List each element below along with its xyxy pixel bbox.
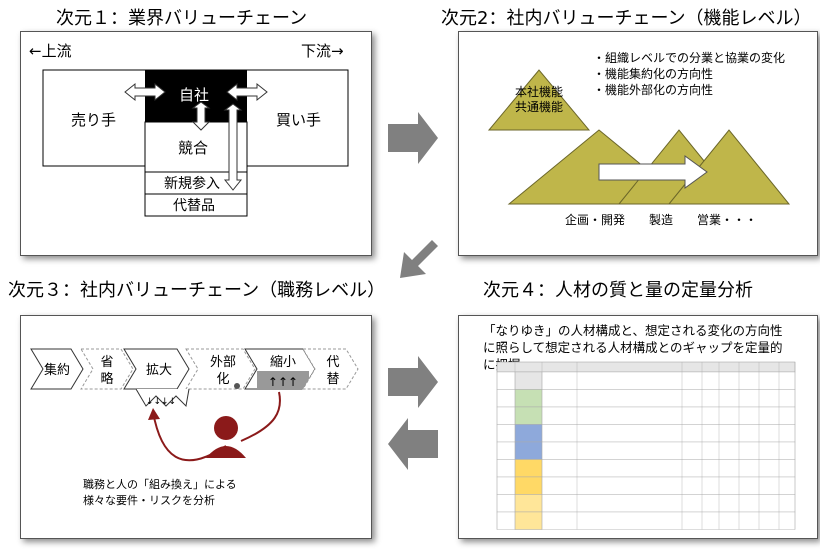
shrink-fill <box>257 371 309 389</box>
table-header <box>496 361 796 373</box>
bullet-2: ・機能外部化の方向性 <box>593 82 713 97</box>
chevron-substitute <box>302 348 359 390</box>
label-outsource: 外部化 <box>210 355 236 387</box>
internal-function-chain-panel: 本社機能 共通機能 ・組織レベルでの分業と協業の変化 ・機能集約化の方向性 ・機… <box>458 31 818 256</box>
double-arrow-right-icon <box>226 82 268 102</box>
panel3-caption: 職務と人の「組み換え」による 様々な要件・リスクを分析 <box>83 477 240 507</box>
upstream-label: ←上流 <box>29 42 72 60</box>
caption-line1: 職務と人の「組み換え」による <box>83 477 237 491</box>
chevron-omit <box>80 348 134 390</box>
table-category-cell <box>514 389 543 408</box>
hq-label-line2: 共通機能 <box>515 99 563 114</box>
label-substitute: 代替 <box>326 355 339 387</box>
buyer-label: 買い手 <box>276 111 321 129</box>
arrow-head-left-icon <box>148 408 160 420</box>
hq-label-line1: 本社機能 <box>515 84 563 99</box>
dimension4-title: 次元４：人材の質と量の定量分析 <box>483 280 753 301</box>
double-arrow-vertical-icon <box>191 101 211 131</box>
chevron-consolidate <box>30 348 84 390</box>
arrow-right-top-icon <box>388 112 438 164</box>
bullet-0: ・組織レベルでの分業と協業の変化 <box>593 50 785 65</box>
new-entry-label: 新規参入 <box>164 175 220 192</box>
function-mountains-diagram: 本社機能 共通機能 ・組織レベルでの分業と協業の変化 ・機能集約化の方向性 ・機… <box>487 50 791 227</box>
table-category-cell <box>514 441 543 460</box>
double-arrow-left-icon <box>124 82 166 102</box>
table-category-cell <box>514 424 543 443</box>
hq-label: 本社機能 共通機能 <box>515 84 567 114</box>
industry-value-chain-diagram: ←上流 下流→ 売り手 自社 買い手 競合 新規参入 代替品 <box>29 42 349 217</box>
expand-zigzag <box>135 388 190 408</box>
flow-arrow-icon <box>598 155 708 189</box>
recombine-arrow-right <box>240 391 281 442</box>
label-omit: 省略 <box>100 355 113 387</box>
outsource-dot <box>234 383 240 389</box>
job-chevrons-diagram: ↓↓↓↓ ↑↑↑ 集約 省略 拡大 外部化 縮小 代替 職務と人の「組み換え」に… <box>30 348 359 507</box>
downstream-label: 下流→ <box>301 42 344 60</box>
table-category-cell <box>514 406 543 425</box>
label-consolidate: 集約 <box>44 362 70 378</box>
caption-line2: 様々な要件・リスクを分析 <box>83 493 215 507</box>
talent-quantitative-panel: 「なりゆき」の人材構成と、想定される変化の方向性に照らして想定される人材構成との… <box>458 315 818 539</box>
substitute-box <box>144 193 248 217</box>
table-category-cell <box>514 459 543 478</box>
competition-label: 競合 <box>178 139 208 157</box>
talent-table-thumbnail <box>496 361 796 530</box>
chevron-outsource <box>185 348 256 390</box>
internal-job-chain-panel: ↓↓↓↓ ↑↑↑ 集約 省略 拡大 外部化 縮小 代替 職務と人の「組み換え」に… <box>20 315 372 539</box>
arrow-left-bottom-icon <box>388 418 438 470</box>
label-shrink: 縮小 <box>270 354 296 370</box>
self-company-label: 自社 <box>179 86 209 104</box>
shrink-marks: ↑↑↑ <box>268 375 298 389</box>
hq-triangle <box>487 69 591 131</box>
expand-marks: ↓↓↓↓ <box>146 397 176 407</box>
function-labels: 企画・開発 製造 営業・・・ <box>565 212 757 227</box>
arrow-diagonal-icon <box>400 240 438 278</box>
dimension3-title: 次元３：社内バリューチェーン（職務レベル） <box>8 280 386 301</box>
talent-table <box>496 361 796 530</box>
table-category-cell <box>514 476 543 495</box>
arrow-right-bottom-icon <box>388 356 438 408</box>
table-category-cell <box>514 371 543 390</box>
bullet-1: ・機能集約化の方向性 <box>593 66 713 81</box>
substitute-down-arrow-icon <box>223 103 243 191</box>
person-icon <box>206 416 246 458</box>
dimension2-title: 次元2：社内バリューチェーン（機能レベル） <box>441 8 812 29</box>
label-expand: 拡大 <box>146 363 172 378</box>
table-category-cell <box>514 494 543 513</box>
substitute-label: 代替品 <box>173 198 215 214</box>
industry-value-chain-panel: ←上流 下流→ 売り手 自社 買い手 競合 新規参入 代替品 <box>20 31 372 256</box>
seller-label: 売り手 <box>71 111 116 129</box>
table-category-cell <box>514 511 543 530</box>
dimension1-title: 次元１：業界バリューチェーン <box>56 8 308 29</box>
